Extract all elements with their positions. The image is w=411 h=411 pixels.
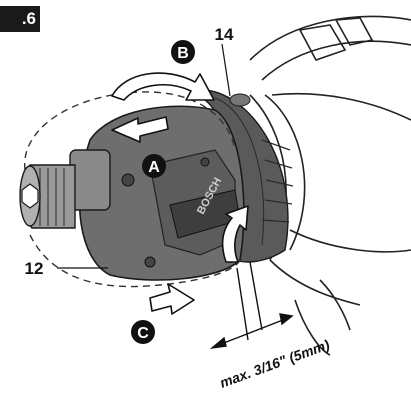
arrow-a	[111, 116, 169, 143]
arrow-c	[149, 283, 195, 315]
callout-14: 14	[215, 25, 234, 44]
callout-12: 12	[25, 259, 44, 278]
measurement-guides	[209, 261, 294, 350]
callout-leaders	[57, 43, 231, 269]
svg-text:A: A	[148, 159, 160, 176]
step-b-badge: B	[171, 40, 195, 64]
svg-text:C: C	[137, 325, 149, 342]
arrow-b	[111, 72, 215, 101]
figure-number-tag: .6	[0, 6, 40, 32]
step-c-badge: C	[131, 320, 155, 344]
drill-body	[249, 15, 411, 356]
step-a-badge: A	[142, 154, 166, 178]
measurement-label: max. 3/16" (5mm)	[218, 336, 332, 391]
dashed-outline	[24, 91, 241, 288]
svg-text:B: B	[177, 45, 189, 62]
arrow-collar-rotate	[221, 205, 249, 263]
bit-holder	[19, 149, 111, 229]
